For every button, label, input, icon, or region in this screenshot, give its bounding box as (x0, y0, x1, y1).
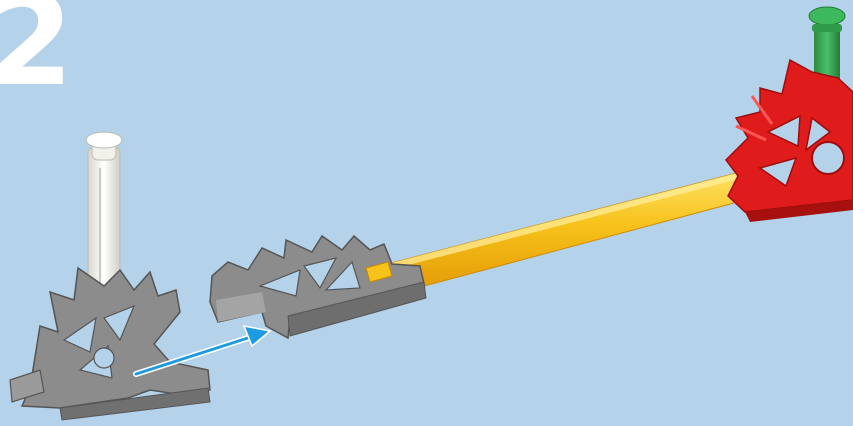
left-grey-connector (10, 268, 210, 420)
red-connector (726, 60, 853, 222)
yellow-rod (372, 162, 786, 292)
grey-connector (210, 236, 426, 338)
